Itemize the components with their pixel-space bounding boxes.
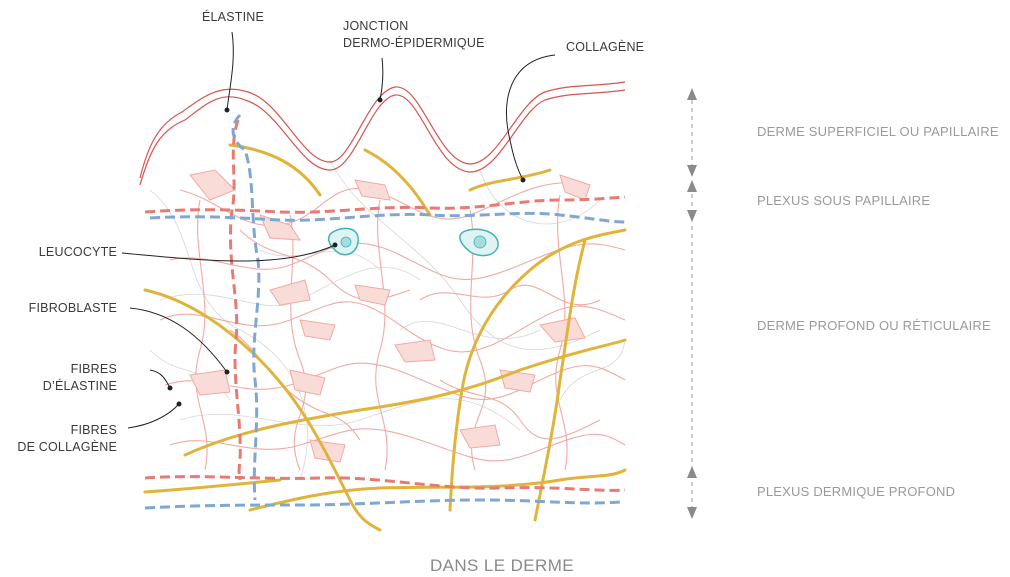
leader-collagene <box>505 54 556 181</box>
fibroblast-cell <box>354 179 391 201</box>
layer-label-profond: DERME PROFOND OU RÉTICULAIRE <box>757 318 991 333</box>
label-collagene: COLLAGÈNE <box>566 39 644 54</box>
fibroblast-cell <box>189 369 231 396</box>
label-fibres-collagene-line1: FIBRES <box>71 423 117 437</box>
leucocyte-nucleus <box>473 235 487 249</box>
diagram-caption: DANS LE DERME <box>430 556 574 575</box>
leucocyte-cells <box>327 227 499 257</box>
leader-elastine <box>226 31 234 111</box>
fibroblast-cell <box>289 369 326 396</box>
layer-label-sous-papillaire: PLEXUS SOUS PAPILLAIRE <box>757 193 930 208</box>
leader-fibroblaste <box>129 307 228 373</box>
fibroblast-cell <box>539 317 586 343</box>
label-fibroblaste: FIBROBLASTE <box>29 301 117 315</box>
label-fibres-elastine-line2: D’ÉLASTINE <box>43 378 117 393</box>
capillary-vessel <box>144 113 626 510</box>
fibroblast-cell <box>354 284 391 306</box>
leader-dots <box>167 97 526 407</box>
layer-arrowheads <box>687 88 697 519</box>
label-jonction-line1: JONCTION <box>343 19 409 33</box>
deep-collagen <box>143 228 627 532</box>
leader-fibres-collagene <box>127 403 180 429</box>
leader-jonction <box>379 57 384 101</box>
leader-fibres-elastine <box>149 369 171 389</box>
layer-label-plexus-profond: PLEXUS DERMIQUE PROFOND <box>757 484 955 499</box>
label-fibres-collagene-line2: DE COLLAGÈNE <box>17 439 117 454</box>
label-elastine: ÉLASTINE <box>202 9 264 24</box>
fibroblast-cell <box>299 319 336 341</box>
fibroblast-cells <box>189 169 591 463</box>
elastin-vessel <box>144 119 626 492</box>
leader-lines <box>121 31 556 429</box>
dermo-epidermal-junction <box>139 81 626 186</box>
fibroblast-cell <box>559 174 591 201</box>
leucocyte-nucleus <box>340 236 352 248</box>
label-jonction-line2: DERMO-ÉPIDERMIQUE <box>343 35 485 50</box>
fibroblast-cell <box>459 424 501 449</box>
label-fibres-elastine-line1: FIBRES <box>71 362 117 376</box>
fibroblast-cell <box>259 214 301 241</box>
label-leucocyte: LEUCOCYTE <box>39 245 117 259</box>
fibroblast-cell <box>499 369 536 393</box>
fibroblast-cell <box>309 439 346 463</box>
papillary-collagen <box>228 143 552 217</box>
layer-label-superficiel: DERME SUPERFICIEL OU PAPILLAIRE <box>757 124 999 139</box>
fibroblast-cell <box>394 339 436 363</box>
fibroblast-cell <box>189 169 236 201</box>
fine-fibres <box>149 159 626 481</box>
fibroblast-cell <box>269 279 311 306</box>
leader-leucocyte <box>121 244 336 262</box>
